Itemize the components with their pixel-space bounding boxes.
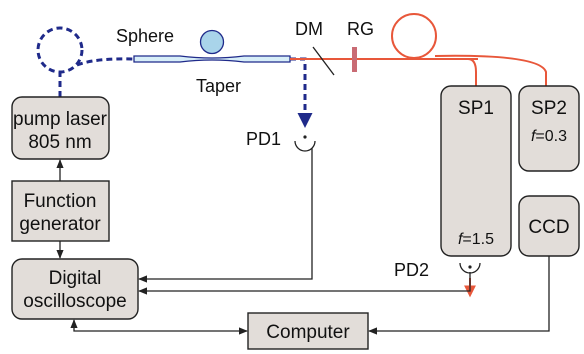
pd1-to-scope-wire [138, 148, 313, 283]
oscilloscope-label-line1: Digital [49, 268, 102, 289]
computer-label: Computer [266, 322, 350, 343]
sp1-focal-length: f=1.5 [458, 231, 494, 248]
signal-wires [56, 148, 550, 335]
pd2-to-scope-wire [138, 272, 471, 295]
microsphere [199, 29, 225, 55]
taper-label: Taper [196, 76, 241, 96]
sphere-label: Sphere [116, 26, 174, 46]
computer-box [247, 312, 369, 350]
sp2-focal-length: f=0.3 [531, 128, 567, 145]
pump-laser-label-line1: pump laser [13, 109, 108, 130]
sp2-box [518, 85, 580, 172]
computer-scope-link [70, 319, 248, 335]
oscilloscope-label-line2: oscilloscope [23, 291, 127, 312]
taper-assembly [133, 29, 291, 63]
rg-label: RG [347, 19, 374, 39]
photodiode-pd2 [459, 262, 481, 274]
pump-fiber-loop [36, 26, 84, 74]
sp1-box [440, 85, 512, 257]
photodiode-pd1 [294, 135, 316, 152]
ccd-to-computer-wire [368, 256, 550, 335]
pd2-label: PD2 [394, 260, 429, 280]
tapered-fiber [133, 55, 291, 63]
sp1-label: SP1 [458, 98, 494, 119]
pd1-label: PD1 [246, 129, 281, 149]
pump-fiber-to-taper [76, 57, 135, 67]
pump-laser-box [11, 96, 110, 160]
pump-laser-label-line2: 805 nm [28, 132, 91, 153]
dm-label: DM [295, 19, 323, 39]
pump-fiber-to-pd1 [290, 57, 313, 128]
fiber-to-sp1 [467, 58, 477, 86]
function-generator-label-line2: generator [19, 214, 101, 235]
fiber-to-sp2 [434, 54, 547, 86]
sp2-label: SP2 [531, 98, 567, 119]
output-fiber-loop [391, 13, 437, 59]
function-generator-label-line1: Function [24, 191, 97, 212]
ccd-label: CCD [528, 217, 569, 238]
dichroic-mirror [312, 46, 335, 76]
oscilloscope-box [11, 258, 139, 320]
reflection-grating [352, 47, 357, 72]
